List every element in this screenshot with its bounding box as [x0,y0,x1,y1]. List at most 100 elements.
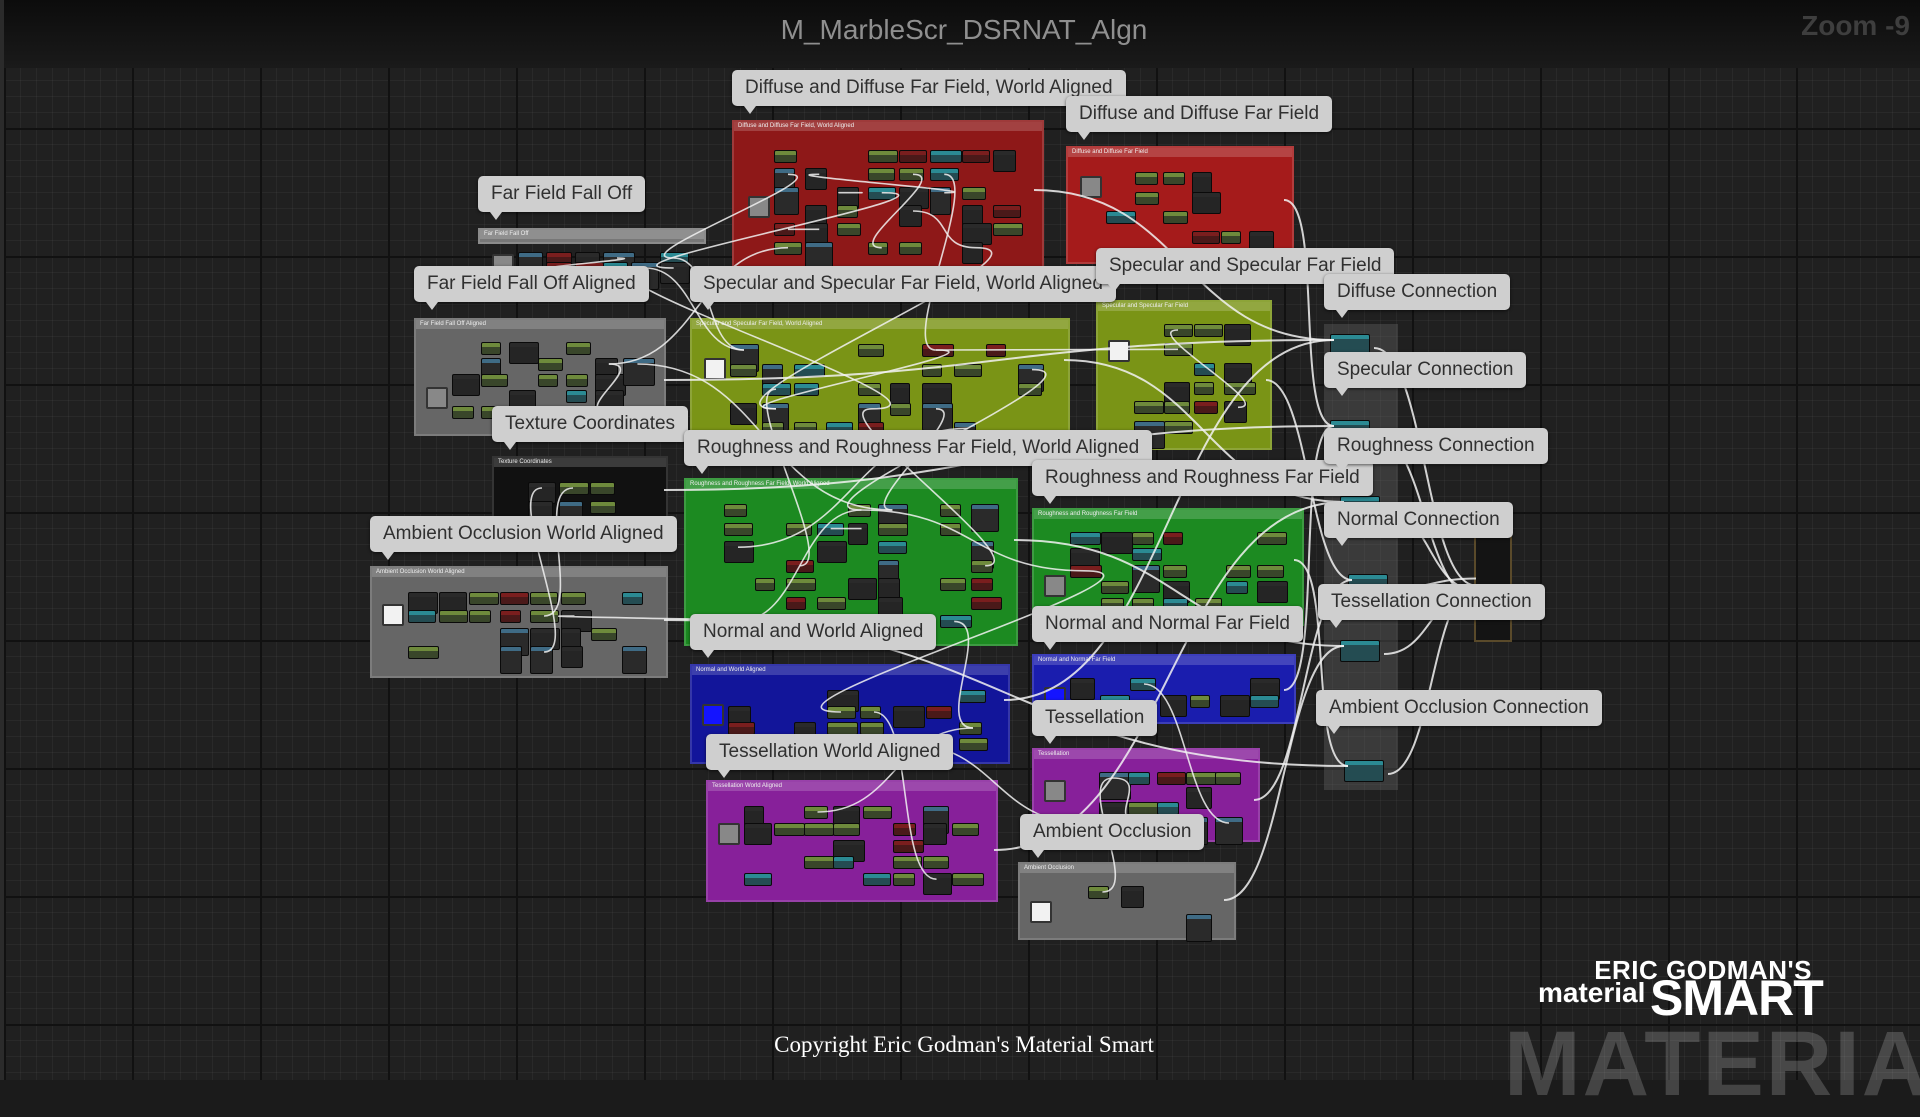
expression-node[interactable] [962,242,984,264]
expression-node[interactable] [1132,532,1153,545]
expression-node[interactable] [962,187,986,200]
expression-node[interactable] [1099,772,1131,800]
expression-node[interactable] [1226,565,1251,578]
expression-node[interactable] [1164,401,1190,414]
bubble-ambient-occlusion-world-aligned[interactable]: Ambient Occlusion World Aligned [370,516,677,552]
expression-node[interactable] [774,150,797,163]
expression-node[interactable] [848,523,868,545]
expression-node[interactable] [952,823,979,836]
expression-node[interactable] [730,403,757,425]
expression-node[interactable] [1250,695,1279,708]
expression-node[interactable] [804,823,835,836]
expression-node[interactable] [868,187,896,200]
expression-node[interactable] [1164,343,1193,356]
expression-node[interactable] [1194,382,1214,395]
expression-node[interactable] [1163,532,1183,545]
texture-preview-node[interactable] [718,823,740,845]
expression-node[interactable] [922,364,942,377]
bubble-far-field-fall-off-aligned[interactable]: Far Field Fall Off Aligned [414,266,649,302]
expression-node[interactable] [858,383,881,396]
expression-node[interactable] [774,242,802,255]
expression-node[interactable] [923,823,947,845]
expression-node[interactable] [1257,565,1284,578]
expression-node[interactable] [559,482,589,495]
expression-node[interactable] [971,560,992,573]
expression-node[interactable] [1215,817,1243,845]
expression-node[interactable] [922,403,953,431]
expression-node[interactable] [890,403,911,416]
expression-node[interactable] [794,383,819,396]
expression-node[interactable] [893,856,922,869]
expression-node[interactable] [530,592,558,605]
expression-node[interactable] [500,610,522,623]
expression-node[interactable] [1221,231,1242,244]
expression-node[interactable] [940,523,961,536]
expression-node[interactable] [744,823,772,845]
expression-node[interactable] [952,873,983,886]
expression-node[interactable] [724,523,753,536]
expression-node[interactable] [971,504,999,532]
bubble-tessellation-world-aligned[interactable]: Tessellation World Aligned [706,734,953,770]
expression-node[interactable] [817,541,848,563]
texture-preview-node[interactable] [1030,901,1052,923]
expression-node[interactable] [774,223,795,236]
bubble-roughness[interactable]: Roughness and Roughness Far Field [1032,460,1373,496]
expression-node[interactable] [452,374,480,396]
expression-node[interactable] [1190,695,1210,708]
expression-node[interactable] [623,358,655,386]
expression-node[interactable] [730,364,757,377]
expression-node[interactable] [848,578,877,600]
expression-node[interactable] [890,383,910,405]
expression-node[interactable] [1164,421,1193,434]
expression-node[interactable] [1164,324,1193,337]
bubble-diffuse-connection[interactable]: Diffuse Connection [1324,274,1510,310]
expression-node[interactable] [755,578,775,591]
expression-node[interactable] [959,738,988,751]
expression-node[interactable] [1257,581,1288,603]
texture-preview-node[interactable] [704,358,726,380]
expression-node[interactable] [962,150,991,163]
expression-node[interactable] [1224,401,1247,423]
expression-node[interactable] [1070,678,1095,700]
bubble-far-field-fall-off[interactable]: Far Field Fall Off [478,176,645,212]
expression-node[interactable] [774,187,799,215]
expression-node[interactable] [561,646,583,668]
expression-node[interactable] [899,168,924,181]
expression-node[interactable] [1186,772,1217,785]
expression-node[interactable] [481,342,501,355]
expression-node[interactable] [622,646,648,674]
expression-node[interactable] [566,342,591,355]
texture-preview-node[interactable] [748,196,770,218]
texture-preview-node[interactable] [1044,575,1066,597]
expression-node[interactable] [561,592,587,605]
expression-node[interactable] [591,628,617,641]
expression-node[interactable] [923,873,953,895]
expression-node[interactable] [469,592,499,605]
expression-node[interactable] [993,205,1021,218]
expression-node[interactable] [786,578,817,591]
expression-node[interactable] [1088,886,1108,899]
expression-node[interactable] [1194,324,1223,337]
expression-node[interactable] [1192,231,1220,244]
expression-node[interactable] [940,504,961,517]
expression-node[interactable] [452,406,474,419]
expression-node[interactable] [899,242,922,255]
bubble-specular-world-aligned[interactable]: Specular and Specular Far Field, World A… [690,266,1116,302]
texture-preview-node[interactable] [426,387,448,409]
expression-node[interactable] [1157,772,1186,785]
comment-box-far-field-fall-off[interactable]: Far Field Fall Off [478,228,706,244]
expression-node[interactable] [868,242,889,255]
expression-node[interactable] [893,840,924,853]
expression-node[interactable] [1163,565,1187,578]
expression-node[interactable] [868,150,899,163]
expression-node[interactable] [827,706,856,719]
material-graph-canvas[interactable]: M_MarbleScr_DSRNAT_Algn Zoom -9 Diffuse … [0,0,1920,1080]
expression-node[interactable] [408,646,439,659]
expression-node[interactable] [1163,172,1185,185]
expression-node[interactable] [530,646,553,674]
expression-node[interactable] [481,374,509,387]
expression-node[interactable] [660,262,691,284]
expression-node[interactable] [959,722,982,735]
expression-node[interactable] [724,504,747,517]
expression-node[interactable] [786,560,814,573]
